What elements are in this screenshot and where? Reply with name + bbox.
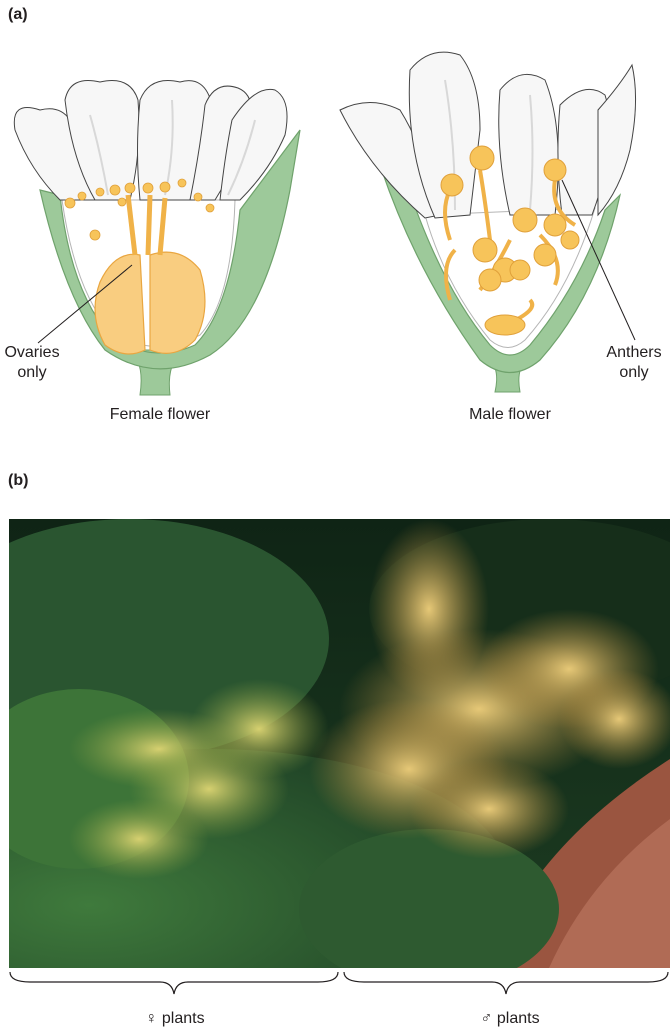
ovaries-callout-line2: only xyxy=(0,363,64,383)
male-plants-label: ♂ plants xyxy=(430,1010,590,1028)
male-flower-caption: Male flower xyxy=(410,406,610,424)
male-group-brace xyxy=(344,972,668,994)
anthers-callout-line2: only xyxy=(600,363,668,383)
ovaries-callout-line1: Ovaries xyxy=(0,343,64,363)
panel-a-label: (a) xyxy=(8,6,28,24)
ovary-right xyxy=(150,252,205,353)
panel-b-label: (b) xyxy=(8,472,28,490)
female-flower-caption: Female flower xyxy=(60,406,260,424)
anthers-callout: Anthers only xyxy=(600,343,668,383)
female-plants-label: ♀ plants xyxy=(95,1010,255,1028)
male-petal-5 xyxy=(598,65,636,215)
female-group-brace xyxy=(10,972,338,994)
group-braces xyxy=(0,970,670,1010)
plants-photograph xyxy=(9,519,670,968)
male-petal-3 xyxy=(499,74,559,215)
anthers-callout-line1: Anthers xyxy=(600,343,668,363)
ovaries-callout: Ovaries only xyxy=(0,343,64,383)
